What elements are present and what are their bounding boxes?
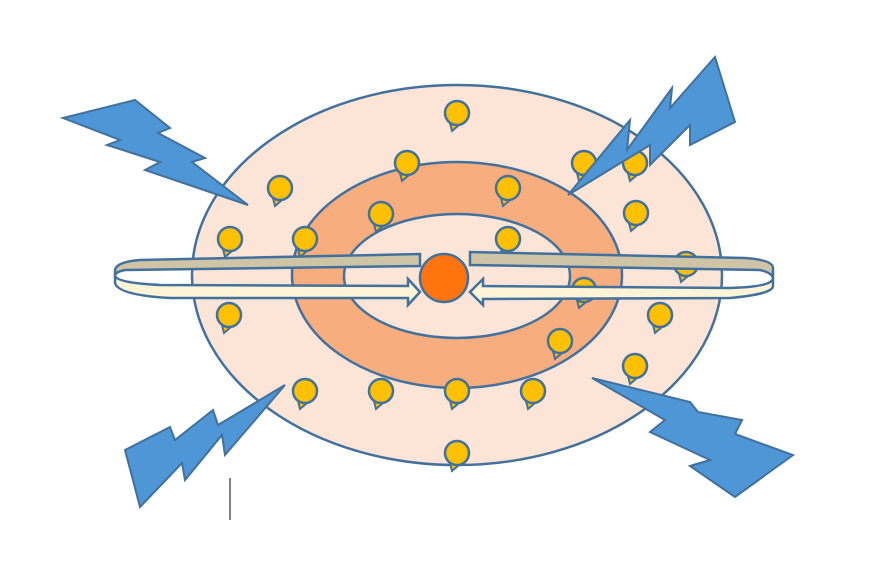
particle — [443, 439, 471, 467]
particle — [621, 352, 649, 380]
particle — [291, 225, 319, 253]
particle — [266, 174, 294, 202]
particle — [622, 199, 650, 227]
nucleus — [418, 252, 470, 304]
lightning-bolt-top-right — [567, 55, 737, 196]
particles — [215, 99, 700, 473]
particle — [367, 200, 395, 228]
lightning-bolt-bottom-right — [591, 377, 796, 499]
particle — [494, 174, 522, 202]
particle — [216, 225, 244, 253]
particle — [494, 225, 522, 253]
lightning-bolt-top-left — [59, 98, 249, 206]
particle — [367, 377, 395, 405]
arrow-left-inward — [113, 275, 422, 309]
particle — [646, 301, 674, 329]
particle — [546, 327, 574, 355]
particle — [291, 377, 319, 405]
particle — [443, 377, 471, 405]
lightning-bolt-bottom-left — [123, 384, 286, 509]
arrow-right-inward — [468, 275, 775, 309]
particle — [519, 377, 547, 405]
particle — [215, 301, 243, 329]
particle — [443, 99, 471, 127]
particle — [393, 149, 421, 177]
